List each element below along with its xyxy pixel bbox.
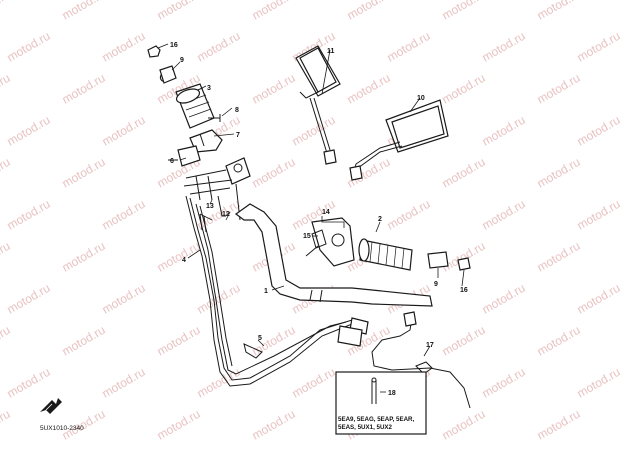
cables [185,195,471,409]
watermark-text: motod.ru [440,155,488,191]
watermark-text: motod.ru [575,113,623,149]
watermark-text: motod.ru [385,197,433,233]
part-label: 12 [222,211,230,218]
watermark-text: motod.ru [0,0,13,23]
part-label: 5 [258,335,262,342]
watermark-text: motod.ru [440,407,488,443]
watermark-text: motod.ru [250,407,298,443]
watermark-text: motod.ru [100,29,148,65]
left-grip-assembly [147,45,251,221]
watermark-text: motod.ru [100,197,148,233]
watermark-text: motod.ru [5,29,53,65]
part-label: 11 [327,48,335,55]
watermark-text: motod.ru [250,323,298,359]
part-label: 8 [235,107,239,114]
part-labels: 16 9 3 8 7 6 11 10 13 12 4 1 5 2 14 15 9… [170,42,468,397]
watermark-text: motod.ru [5,197,53,233]
watermark-text: motod.ru [250,155,298,191]
watermark-text: motod.ru [480,113,528,149]
watermark-text: motod.ru [100,113,148,149]
part-label: 9 [434,281,438,288]
part-label: 2 [378,216,382,223]
watermark-text: motod.ru [345,0,393,23]
part-label: 16 [170,42,178,49]
watermark-text: motod.ru [535,0,583,23]
watermark-text: motod.ru [535,239,583,275]
part-label: 7 [236,132,240,139]
watermark-text: motod.ru [575,197,623,233]
watermark-text: motod.ru [480,29,528,65]
part-label: 14 [322,209,330,216]
watermark-text: motod.ru [100,281,148,317]
watermark-text: motod.ru [195,365,243,401]
watermark-text: motod.ru [290,365,338,401]
watermark-text: motod.ru [250,0,298,23]
watermark-text: motod.ru [60,323,108,359]
model-inset-box [335,371,427,435]
watermark-text: motod.ru [155,407,203,443]
watermark-text: motod.ru [60,0,108,23]
part-label: 17 [426,342,434,349]
front-direction-arrow-icon [40,398,62,414]
mirror-left [295,45,341,165]
model-note-line2: 5EAS, 5UX1, 5UX2 [338,424,393,431]
watermark-text: motod.ru [480,197,528,233]
watermark-text: motod.ru [5,281,53,317]
leader-lines [157,43,465,393]
watermark-text: motod.ru [440,323,488,359]
part-label: 6 [170,158,174,165]
watermark-text: motod.ru [440,0,488,23]
watermark-text: motod.ru [535,323,583,359]
part-label: 1 [264,288,268,295]
watermark-text: motod.ru [480,281,528,317]
throttle-assembly [305,217,471,271]
watermark-text: motod.ru [60,155,108,191]
watermark-text: motod.ru [0,323,13,359]
watermark-text: motod.ru [155,239,203,275]
watermark-text: motod.ru [535,155,583,191]
part-label: 10 [417,95,425,102]
watermark-text: motod.ru [290,113,338,149]
watermark-text: motod.ru [0,155,13,191]
model-note-line1: 5EA9, 5EAG, 5EAP, 5EAR, [338,416,415,423]
handlebar [234,203,433,307]
part-label: 15 [303,233,311,240]
mirror-right [349,99,449,181]
watermark-text: motod.ru [5,365,53,401]
part-label: 16 [460,287,468,294]
watermark-text: motod.ru [575,365,623,401]
watermark-text: motod.ru [60,71,108,107]
watermark-text: motod.ru [60,239,108,275]
watermark-text: motod.ru [250,71,298,107]
watermark-text: motod.ru [195,281,243,317]
watermark-text: motod.ru [155,323,203,359]
watermark-text: motod.ru [385,29,433,65]
part-label: 3 [207,85,211,92]
watermark-text: motod.ru [535,407,583,443]
watermark-text: motod.ru [345,71,393,107]
part-label: 13 [206,203,214,210]
watermark-text: motod.ru [5,113,53,149]
watermark-text: motod.ru [535,71,583,107]
watermark-text: motod.ru [0,239,13,275]
watermark-text: motod.ru [575,281,623,317]
part-label: 9 [180,57,184,64]
part-label: 4 [182,257,186,264]
watermark-text: motod.ru [575,29,623,65]
part-label: 18 [388,390,396,397]
watermark-text: motod.ru [155,0,203,23]
diagram-code: 5UX1010-2340 [40,425,84,432]
watermark-text: motod.ru [0,407,13,443]
watermark-text: motod.ru [100,365,148,401]
watermark-text: motod.ru [480,365,528,401]
watermark-text: motod.ru [440,71,488,107]
watermark-text: motod.ru [0,71,13,107]
watermark-text: motod.ru [195,29,243,65]
